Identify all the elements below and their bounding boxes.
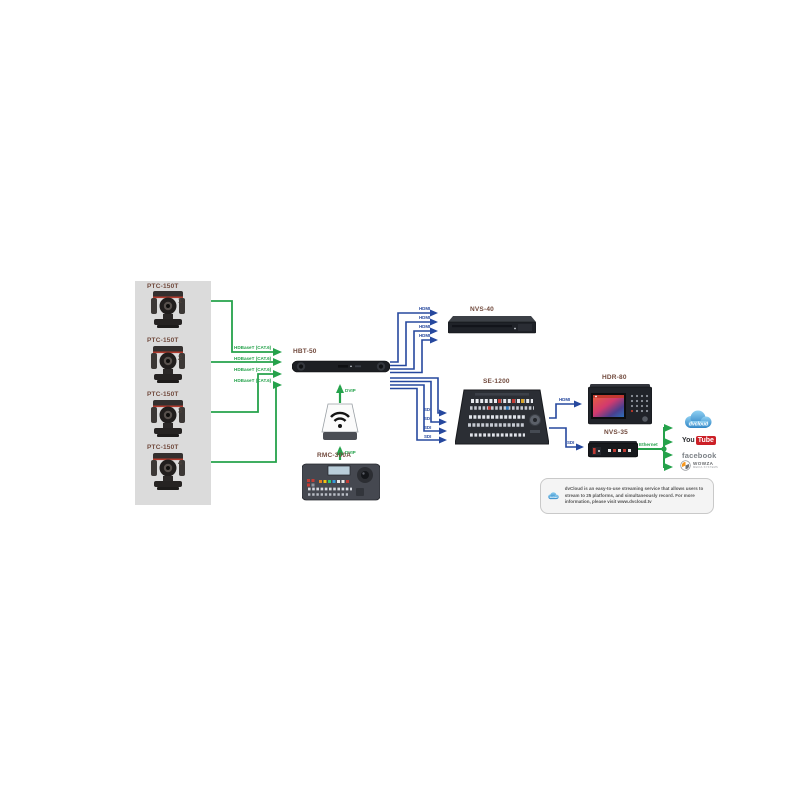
camera-2-device (146, 345, 190, 391)
wowza-logo: WOWZA MEDIA SYSTEMS (680, 460, 718, 471)
dvcloud-info-text: dvCloud is an easy-to-use streaming serv… (564, 485, 704, 505)
se1200-label: SE-1200 (483, 378, 510, 385)
wowza-sub-text: MEDIA SYSTEMS (693, 465, 719, 469)
dvcloud-info-box: dvcloud dvCloud is an easy-to-use stream… (540, 478, 714, 514)
camera-3-number: 3 (178, 406, 183, 415)
camera-2-label: PTC-150T (147, 337, 179, 344)
hdr80-label: HDR-80 (602, 374, 627, 381)
camera-3-label: PTC-150T (147, 391, 179, 398)
wifi-access-point-icon (321, 403, 359, 440)
cable-camera3-hbt50 (189, 370, 282, 413)
cable-camera4-hbt50 (189, 381, 282, 463)
access-point-device (320, 402, 360, 442)
camera-1-device (146, 290, 190, 336)
camera-1-number: 1 (178, 296, 183, 305)
cable-sdi4-se1200 (390, 387, 447, 444)
cable-label-sdi-nvs35: SDI (567, 440, 575, 445)
rmc300a-device (302, 460, 380, 502)
youtube-logo: You Tube (682, 436, 716, 445)
cable-label-hdbaset-2: HDBaseT (CAT.6) (234, 355, 272, 361)
cable-label-hdmi-2: HDMI (419, 315, 431, 320)
cable-sdi1-se1200 (390, 377, 447, 417)
streaming-server-icon (448, 316, 536, 334)
dvcloud-logo: dvcloud (682, 409, 714, 431)
hdr80-device (588, 382, 652, 426)
cable-sdi3-se1200 (390, 384, 447, 435)
ptz-camera-icon (151, 291, 185, 328)
branch-wowza (663, 449, 673, 471)
cable-hdmi1-nvs40 (390, 309, 438, 363)
cable-label-hdmi-3: HDMI (419, 324, 431, 329)
wowza-icon (680, 460, 691, 471)
cable-label-sdi-4: SDI (424, 433, 432, 439)
camera-4-device (146, 452, 190, 498)
hbt50-device (292, 357, 390, 375)
se1200-device (455, 387, 549, 449)
cable-label-hdbaset-3: HDBaseT (CAT.6) (234, 367, 272, 372)
cable-hdmi2-nvs40 (390, 318, 438, 367)
nvs35-device (588, 440, 638, 458)
cable-se1200-hdr80 (549, 400, 582, 419)
cable-label-sdi-3: SDI (424, 424, 432, 430)
cable-label-hdbaset-4: HDBaseT (CAT.6) (234, 378, 272, 383)
wowza-name-text: WOWZA (693, 460, 714, 466)
cable-sdi2-se1200 (390, 380, 447, 426)
cloud-icon: dvcloud (548, 492, 559, 499)
nvs40-label: NVS-40 (470, 306, 494, 313)
youtube-tube-text: Tube (695, 436, 716, 445)
hbt50-label: HBT-50 (293, 348, 317, 355)
ptz-camera-icon (151, 400, 185, 437)
video-recorder-icon (588, 384, 652, 425)
cable-hdmi3-nvs40 (390, 327, 438, 370)
nvs40-device (448, 315, 536, 335)
cable-label-hdmi-4: HDMI (419, 333, 431, 338)
video-switcher-icon (455, 389, 549, 445)
cable-se1200-nvs35 (549, 427, 584, 451)
hdbaset-receiver-icon (292, 360, 390, 373)
camera-4-label: PTC-150T (147, 444, 179, 451)
youtube-you-text: You (682, 437, 695, 444)
camera-3-device (146, 399, 190, 445)
cable-label-dvip-top: DVIP (345, 388, 356, 393)
wifi-icon (330, 411, 350, 428)
cable-hdmi4-nvs40 (390, 336, 438, 374)
cable-label-hdbaset-1: HDBaseT (CAT.6) (234, 345, 272, 350)
camera-1-label: PTC-150T (147, 283, 179, 290)
cable-label-sdi-1: SDI (424, 406, 432, 412)
cable-label-hdmi-1: HDMI (419, 306, 431, 311)
ptz-camera-icon (151, 453, 185, 490)
dvcloud-logo-text: dvcloud (689, 422, 709, 428)
camera-4-number: 4 (178, 458, 183, 467)
streaming-encoder-icon (588, 441, 638, 458)
ptz-camera-icon (151, 346, 185, 383)
cable-label-hdmi-hdr80: HDMI (559, 397, 571, 402)
camera-2-number: 2 (178, 353, 183, 362)
branch-dvcloud (663, 424, 673, 449)
cable-label-ethernet: Ethernet (639, 442, 658, 447)
cable-label-dvip-bottom: DVIP (345, 450, 356, 455)
dvcloud-logo-text: dvcloud (550, 497, 558, 499)
cloud-icon: dvcloud (685, 410, 712, 428)
cable-label-sdi-2: SDI (424, 415, 432, 421)
nvs35-label: NVS-35 (604, 429, 628, 436)
facebook-logo: facebook (682, 451, 717, 460)
camera-controller-icon (302, 463, 380, 501)
rmc300a-label: RMC-300A (317, 452, 352, 459)
